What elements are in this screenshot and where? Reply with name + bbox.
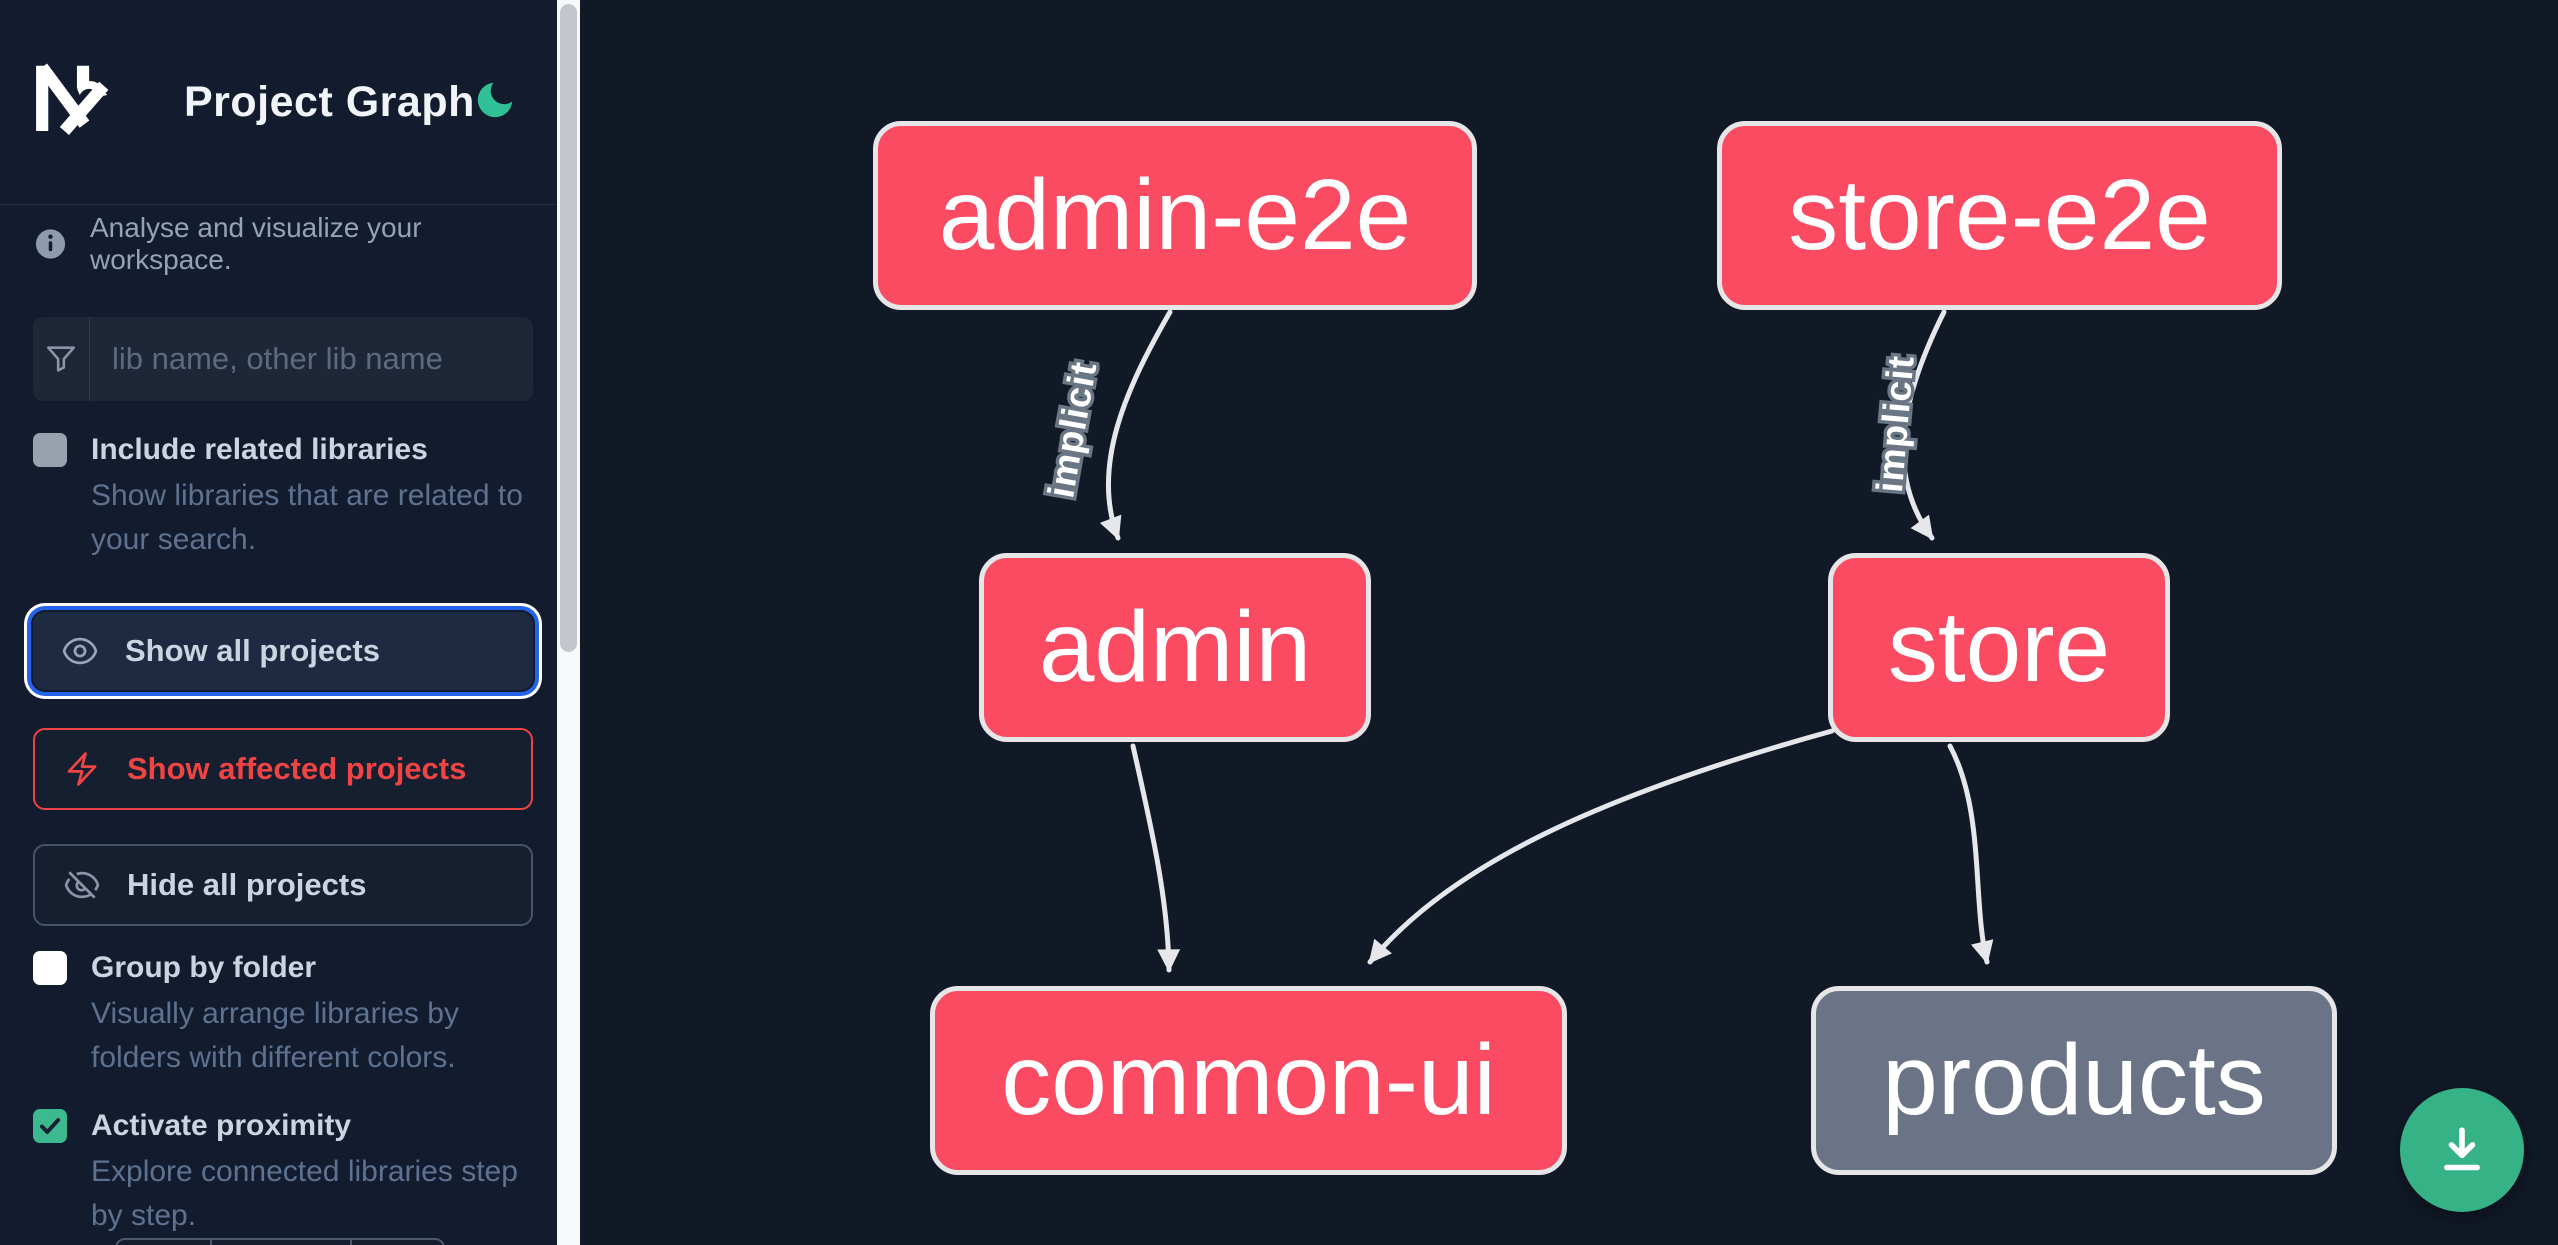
dependency-edges: implicit implicit — [1037, 309, 1994, 973]
page-title: Project Graph — [184, 78, 475, 126]
graph-node-admin-e2e[interactable]: admin-e2e — [873, 121, 1477, 310]
checkbox-unchecked-icon[interactable] — [33, 951, 67, 985]
stepper-decrement-segment[interactable] — [117, 1240, 210, 1245]
graph-node-store[interactable]: store — [1828, 553, 2170, 742]
graph-node-store-e2e[interactable]: store-e2e — [1717, 121, 2282, 310]
nx-logo — [36, 63, 109, 135]
edge-store-common-ui — [1367, 728, 1835, 965]
checkbox-checked-icon[interactable] — [33, 1109, 67, 1143]
graph-node-admin[interactable]: admin — [979, 553, 1371, 742]
edge-admin-e2e-admin — [1099, 309, 1173, 541]
funnel-icon — [33, 317, 90, 401]
edge-admin-common-ui — [1130, 743, 1181, 973]
tagline-row: Analyse and visualize your workspace. — [33, 212, 533, 275]
edge-store-products — [1947, 743, 1994, 965]
toggle-include-related-libraries[interactable]: Include related libraries Show libraries… — [33, 430, 523, 562]
edge-label-implicit: implicit — [1040, 358, 1104, 501]
theme-toggle-button[interactable] — [470, 76, 520, 126]
toggle-label: Include related libraries — [91, 433, 428, 466]
eye-slash-icon — [64, 871, 100, 899]
toggle-description: Show libraries that are related to your … — [91, 479, 523, 556]
button-label: Show all projects — [125, 633, 380, 668]
toggle-description: Explore connected libraries step by step… — [91, 1155, 518, 1232]
toggle-group-by-folder[interactable]: Group by folder Visually arrange librari… — [33, 948, 503, 1080]
checkbox-unchecked-disabled-icon[interactable] — [33, 433, 67, 467]
show-all-projects-button[interactable]: Show all projects — [33, 612, 533, 690]
scrollbar-thumb[interactable] — [560, 4, 577, 652]
bolt-icon — [67, 752, 97, 786]
info-icon — [35, 229, 66, 259]
tagline: Analyse and visualize your workspace. — [90, 212, 422, 275]
graph-node-common-ui[interactable]: common-ui — [930, 986, 1567, 1175]
stepper-increment-segment[interactable] — [350, 1240, 443, 1245]
moon-icon — [477, 82, 513, 117]
button-label: Hide all projects — [127, 867, 367, 902]
graph-canvas[interactable]: implicit implicit admin-e2e store-e2e ad… — [580, 0, 2558, 1245]
sidebar-header: Project Graph — [0, 0, 557, 205]
button-label: Show affected projects — [127, 751, 467, 786]
sidebar: Project Graph Analyse and visualize your… — [0, 0, 557, 1245]
stepper-value-segment — [210, 1240, 350, 1245]
toggle-label: Activate proximity — [91, 1109, 352, 1142]
show-affected-projects-button[interactable]: Show affected projects — [33, 728, 533, 810]
edge-label-implicit: implicit — [1869, 353, 1922, 494]
download-icon — [2444, 1127, 2480, 1171]
toggle-description: Visually arrange libraries by folders wi… — [91, 997, 459, 1074]
search-input[interactable] — [90, 317, 533, 401]
search-box — [33, 317, 533, 401]
sidebar-scrollbar[interactable] — [557, 0, 580, 1245]
toggle-label: Group by folder — [91, 951, 316, 984]
graph-node-products[interactable]: products — [1811, 986, 2337, 1175]
hide-all-projects-button[interactable]: Hide all projects — [33, 844, 533, 926]
eye-icon — [62, 637, 98, 665]
proximity-stepper-partial[interactable] — [115, 1238, 445, 1245]
toggle-activate-proximity[interactable]: Activate proximity Explore connected lib… — [33, 1106, 518, 1238]
download-image-button[interactable] — [2400, 1088, 2524, 1212]
edge-store-e2e-store — [1901, 309, 1947, 541]
